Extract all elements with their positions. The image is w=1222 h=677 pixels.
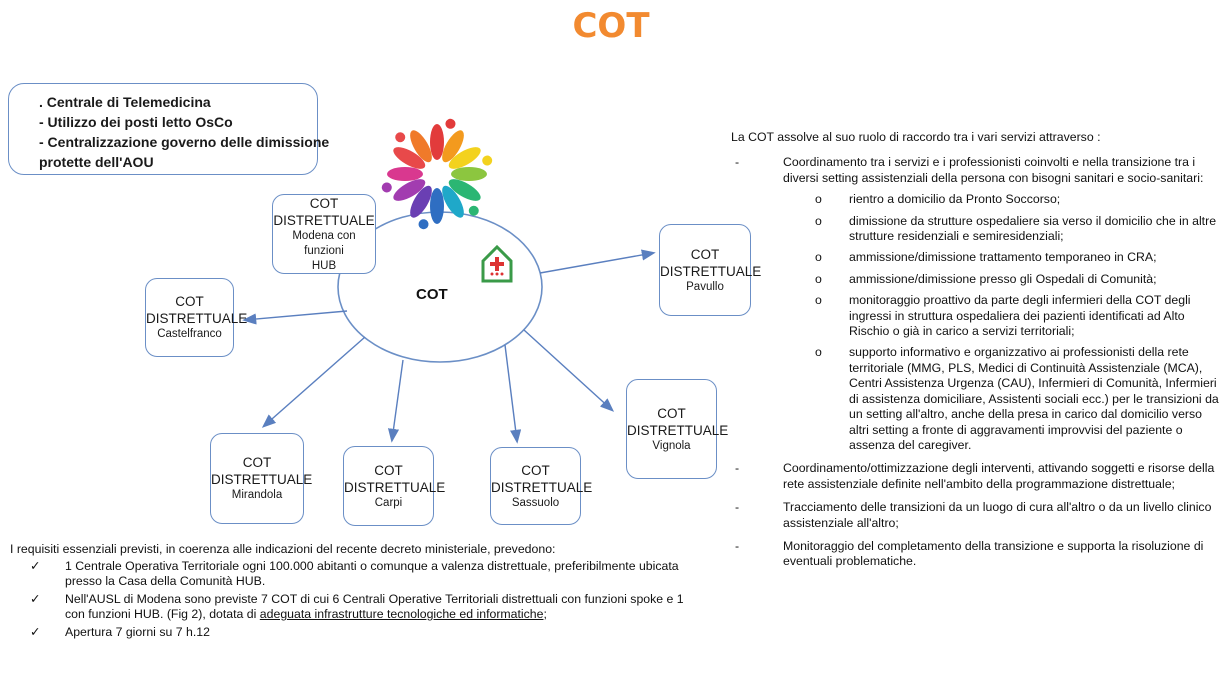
sub-item-text: dimissione da strutture ospedaliere sia …	[849, 213, 1217, 244]
arrow-sassuolo	[504, 344, 522, 444]
sub-item: o ammissione/dimissione presso gli Ospeda…	[783, 272, 1221, 287]
requirement-text: Nell'AUSL di Modena sono previste 7 COT …	[65, 591, 684, 622]
node-line: Mirandola	[231, 489, 283, 501]
node-pavullo: COT DISTRETTUALE Pavullo	[659, 224, 762, 316]
sub-item-text: rientro a domicilio da Pronto Soccorso;	[849, 192, 1061, 207]
node-line: Pavullo	[686, 280, 724, 293]
node-line: DISTRETTUALE	[627, 422, 729, 438]
dash-bullet: -	[735, 500, 740, 515]
arrow-carpi	[387, 359, 404, 443]
node-line: COT	[309, 195, 339, 211]
requirements-intro: I requisiti essenziali previsti, in coer…	[10, 542, 556, 556]
check-icon: ✓	[30, 624, 41, 639]
requirement-text-end: ;	[543, 607, 547, 621]
function-item: - Monitoraggio del completamento della t…	[731, 539, 1221, 570]
sub-item-text: supporto informativo e organizzativo ai …	[849, 345, 1219, 452]
node-line: Sassuolo	[511, 496, 560, 509]
check-icon: ✓	[30, 591, 41, 606]
function-text: Monitoraggio del completamento della tra…	[783, 538, 1204, 569]
node-line: Carpi	[374, 496, 403, 509]
circle-bullet: o	[815, 250, 822, 265]
node-line: DISTRETTUALE	[273, 212, 375, 228]
function-item: - Tracciamento delle transizioni da un l…	[731, 500, 1221, 531]
function-item: - Coordinamento/ottimizzazione degli int…	[731, 461, 1221, 492]
sub-item-text: ammissione/dimissione presso gli Ospedal…	[849, 271, 1157, 286]
sub-item: o ammissione/dimissione trattamento tempo…	[783, 250, 1221, 265]
telemedicine-box: . Centrale di Telemedicina - Utilizzo de…	[8, 83, 330, 175]
telemedicine-line: - Centralizzazione governo delle dimissi…	[39, 134, 330, 150]
circle-bullet: o	[815, 345, 822, 360]
node-line: Vignola	[652, 439, 691, 452]
node-castelfranco: COT DISTRETTUALE Castelfranco	[145, 278, 248, 357]
circle-bullet: o	[815, 192, 822, 207]
functions-intro: La COT assolve al suo ruolo di raccordo …	[731, 130, 1101, 144]
people-circle-logo	[381, 118, 493, 230]
arrow-pavullo	[539, 249, 656, 274]
sub-item-text: ammissione/dimissione trattamento tempor…	[849, 250, 1157, 265]
node-line: DISTRETTUALE	[344, 479, 446, 495]
node-line: COT	[374, 462, 403, 478]
dash-bullet: -	[735, 155, 740, 170]
node-line: COT	[521, 462, 550, 478]
circle-bullet: o	[815, 293, 822, 308]
cot-functions-section: La COT assolve al suo ruolo di raccordo …	[731, 130, 1221, 578]
node-line: DISTRETTUALE	[146, 311, 248, 326]
sub-item: o dimissione da strutture ospedaliere sia…	[783, 214, 1221, 245]
function-text: Coordinamento tra i servizi e i professi…	[783, 155, 1204, 185]
requirement-text: Apertura 7 giorni su 7 h.12	[65, 624, 210, 639]
telemedicine-line: . Centrale di Telemedicina	[39, 94, 211, 110]
node-sassuolo: COT DISTRETTUALE Sassuolo	[490, 447, 593, 525]
sub-item: o rientro a domicilio da Pronto Soccorso;	[783, 192, 1221, 207]
function-text: Tracciamento delle transizioni da un luo…	[783, 500, 1212, 530]
node-line: COT	[657, 405, 686, 421]
node-line: HUB	[311, 259, 337, 272]
requirement-text: 1 Centrale Operativa Territoriale ogni 1…	[65, 558, 679, 589]
node-line: DISTRETTUALE	[660, 263, 762, 279]
node-line: COT	[690, 246, 720, 262]
circle-bullet: o	[815, 271, 822, 286]
requirements-section: I requisiti essenziali previsti, in coer…	[10, 542, 700, 642]
arrow-vignola	[523, 329, 615, 412]
node-line: Castelfranco	[157, 328, 222, 340]
check-icon: ✓	[30, 558, 41, 573]
requirement-item: ✓ Apertura 7 giorni su 7 h.12	[10, 625, 700, 641]
requirement-item: ✓ Nell'AUSL di Modena sono previste 7 CO…	[10, 592, 700, 623]
node-line: DISTRETTUALE	[211, 472, 313, 487]
node-mirandola: COT DISTRETTUALE Mirandola	[210, 433, 313, 524]
center-cot-label: COT	[416, 286, 448, 303]
dash-bullet: -	[735, 538, 740, 553]
page-title: COT	[572, 6, 650, 46]
circle-bullet: o	[815, 213, 822, 228]
node-line: DISTRETTUALE	[491, 479, 593, 495]
requirement-underlined-text: adeguata infrastrutture tecnologiche ed …	[259, 607, 544, 621]
node-modena: COT DISTRETTUALE Modena con funzioni HUB	[272, 194, 376, 274]
arrow-castelfranco	[242, 310, 348, 325]
telemedicine-line: - Utilizzo dei posti letto OsCo	[39, 114, 233, 130]
node-carpi: COT DISTRETTUALE Carpi	[343, 446, 446, 526]
arrow-mirandola	[261, 336, 366, 428]
function-text: Coordinamento/ottimizzazione degli inter…	[783, 461, 1215, 491]
dash-bullet: -	[735, 461, 740, 476]
node-line: Modena con funzioni	[292, 229, 356, 257]
node-line: COT	[242, 455, 272, 470]
sub-item: o supporto informativo e organizzativo ai…	[783, 345, 1221, 453]
requirement-item: ✓ 1 Centrale Operativa Territoriale ogni…	[10, 559, 700, 590]
function-item: - Coordinamento tra i servizi e i profes…	[731, 155, 1221, 453]
house-icon	[481, 244, 513, 283]
sub-item-text: monitoraggio proattivo da parte degli in…	[849, 293, 1191, 339]
telemedicine-line: protette dell'AOU	[39, 154, 154, 170]
node-line: COT	[175, 294, 204, 309]
node-vignola: COT DISTRETTUALE Vignola	[626, 379, 729, 479]
sub-item: o monitoraggio proattivo da parte degli i…	[783, 293, 1221, 339]
